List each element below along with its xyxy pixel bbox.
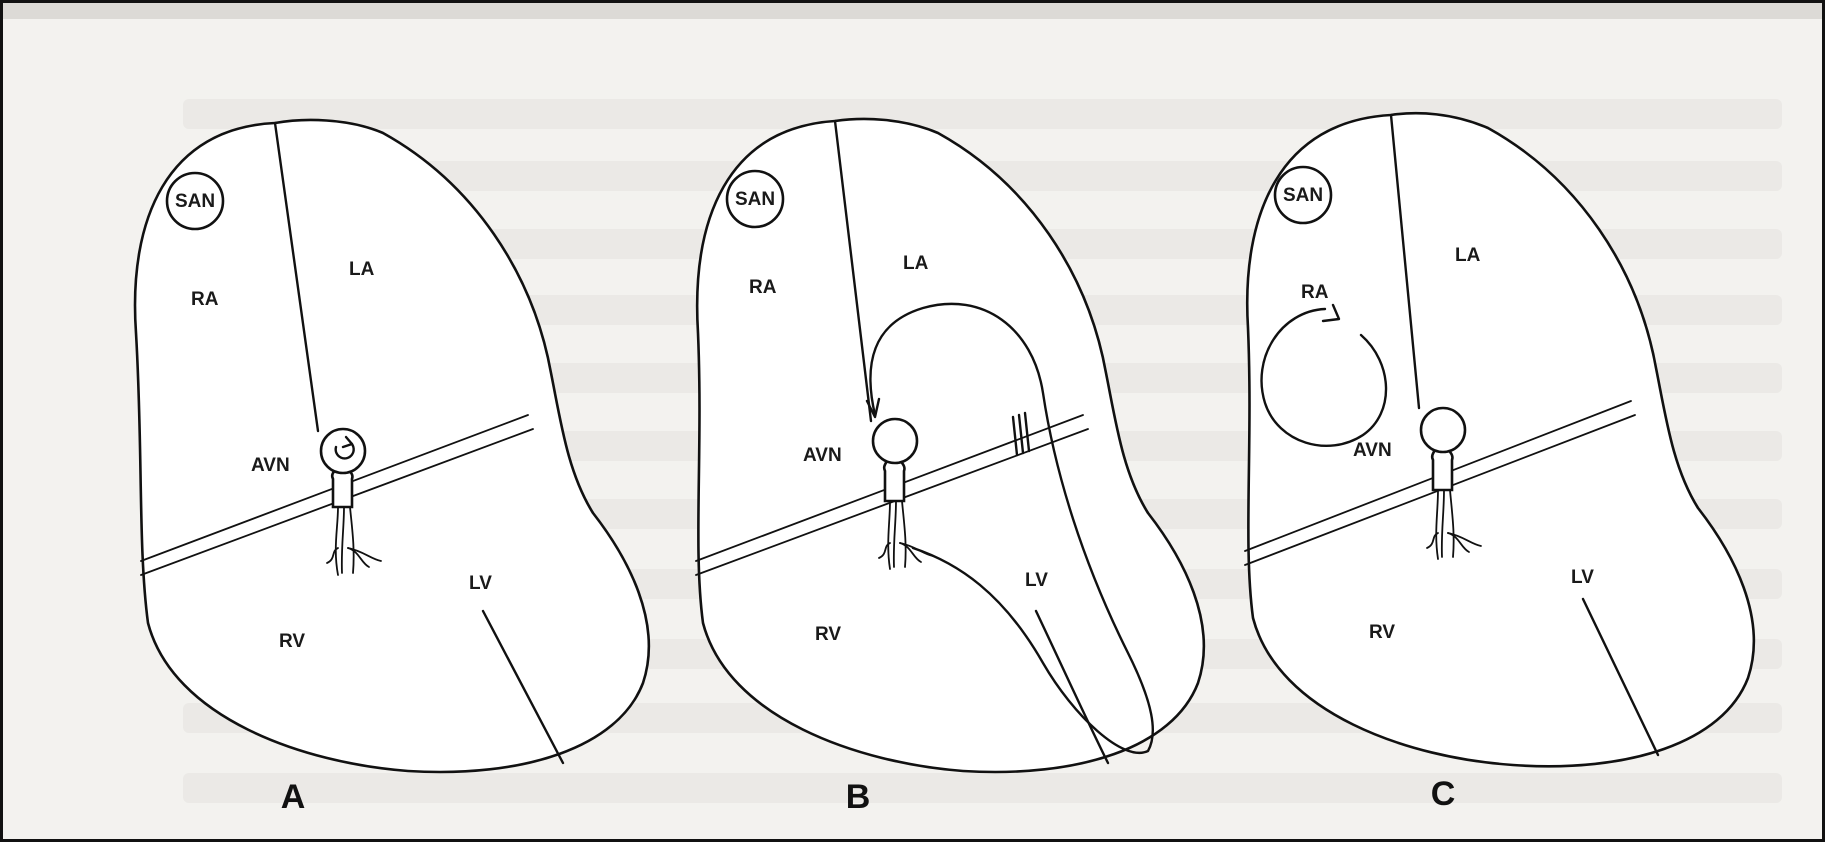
label-ra: RA <box>749 277 777 298</box>
panel-letter-c: C <box>1431 775 1456 813</box>
label-la: LA <box>349 259 375 280</box>
label-la: LA <box>903 253 929 274</box>
panel-letter-b: B <box>846 778 871 816</box>
label-lv: LV <box>469 573 492 594</box>
label-ra: RA <box>1301 282 1329 303</box>
label-ra: RA <box>191 289 219 310</box>
label-la: LA <box>1455 245 1481 266</box>
label-avn: AVN <box>1353 440 1392 461</box>
atrioventricular-node <box>321 429 365 473</box>
panel-a: SAN RA LA AVN RV LV A <box>135 120 649 816</box>
label-lv: LV <box>1571 567 1594 588</box>
label-san: SAN <box>175 191 215 212</box>
label-avn: AVN <box>803 445 842 466</box>
atrioventricular-node <box>873 419 917 463</box>
label-san: SAN <box>735 189 775 210</box>
heart-conduction-diagram: SAN RA LA AVN RV LV A <box>3 3 1825 842</box>
panel-c: SAN RA LA AVN RV LV C <box>1245 113 1754 813</box>
label-rv: RV <box>1369 622 1395 643</box>
label-avn: AVN <box>251 455 290 476</box>
label-san: SAN <box>1283 185 1323 206</box>
label-rv: RV <box>279 631 305 652</box>
label-rv: RV <box>815 624 841 645</box>
atrioventricular-node <box>1421 408 1465 452</box>
panel-letter-a: A <box>281 778 306 816</box>
panel-b: SAN RA LA AVN RV LV B <box>696 119 1204 816</box>
label-lv: LV <box>1025 570 1048 591</box>
